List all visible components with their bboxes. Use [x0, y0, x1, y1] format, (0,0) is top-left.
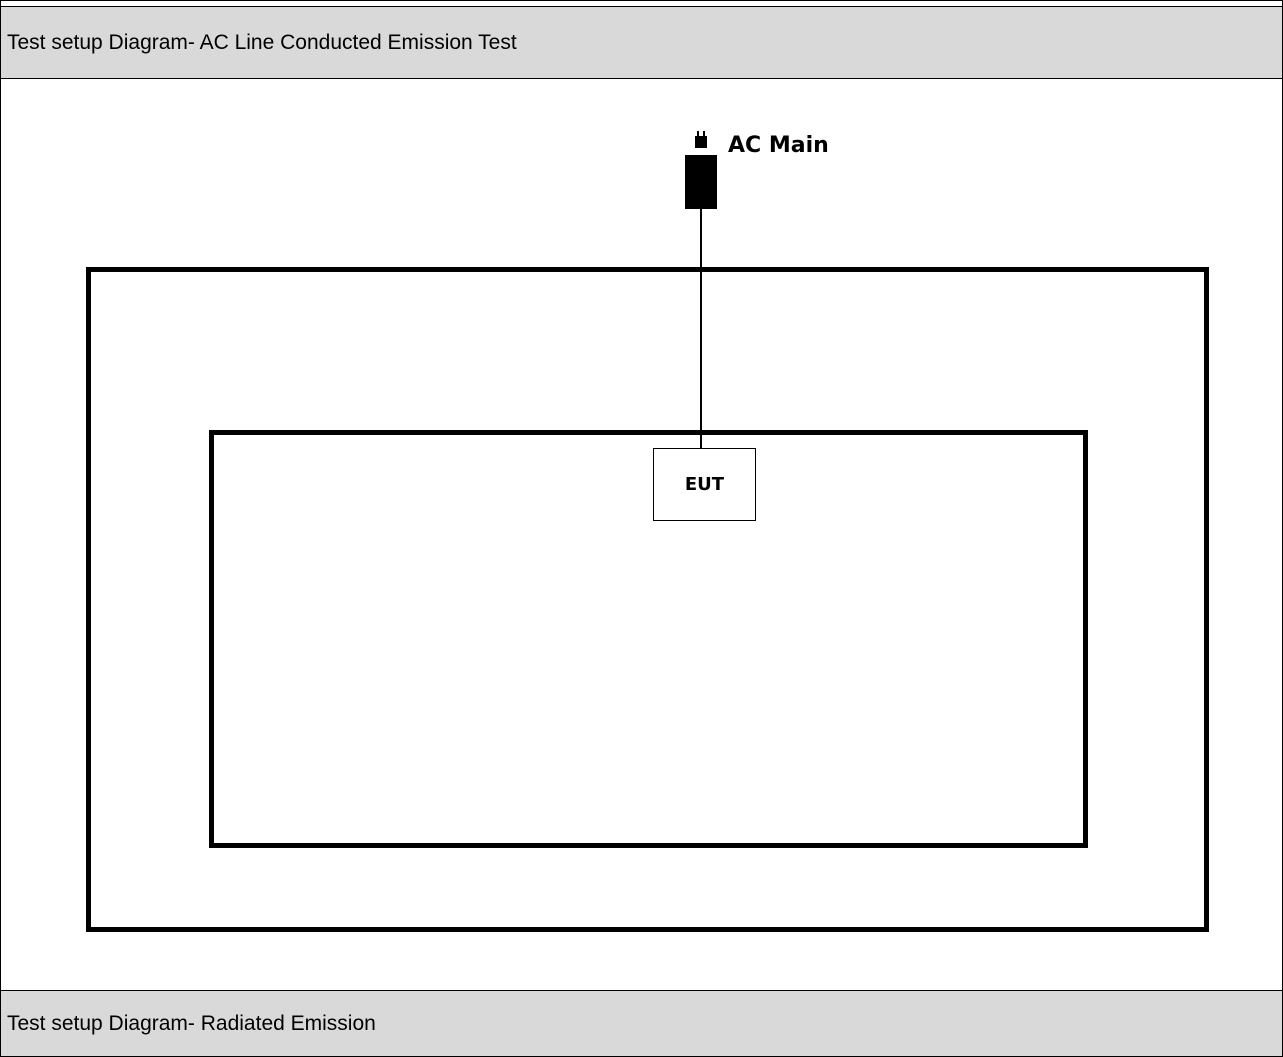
power-adapter-body: [685, 155, 717, 209]
section-header-conducted: Test setup Diagram- AC Line Conducted Em…: [0, 6, 1283, 79]
plug-head-body: [695, 136, 707, 148]
section-header-radiated: Test setup Diagram- Radiated Emission: [0, 990, 1283, 1057]
inner-table-box: [209, 430, 1088, 848]
ac-main-label: AC Main: [728, 133, 829, 158]
plug-prong-left: [697, 131, 699, 137]
section-title-conducted: Test setup Diagram- AC Line Conducted Em…: [7, 30, 517, 54]
plug-prong-right: [703, 131, 705, 137]
power-plug-icon: [695, 131, 707, 148]
eut-box: EUT: [653, 448, 756, 521]
section-title-radiated: Test setup Diagram- Radiated Emission: [7, 1011, 376, 1035]
power-cable-line: [700, 208, 702, 449]
eut-label: EUT: [684, 474, 725, 495]
outer-enclosure-box: [86, 267, 1209, 932]
